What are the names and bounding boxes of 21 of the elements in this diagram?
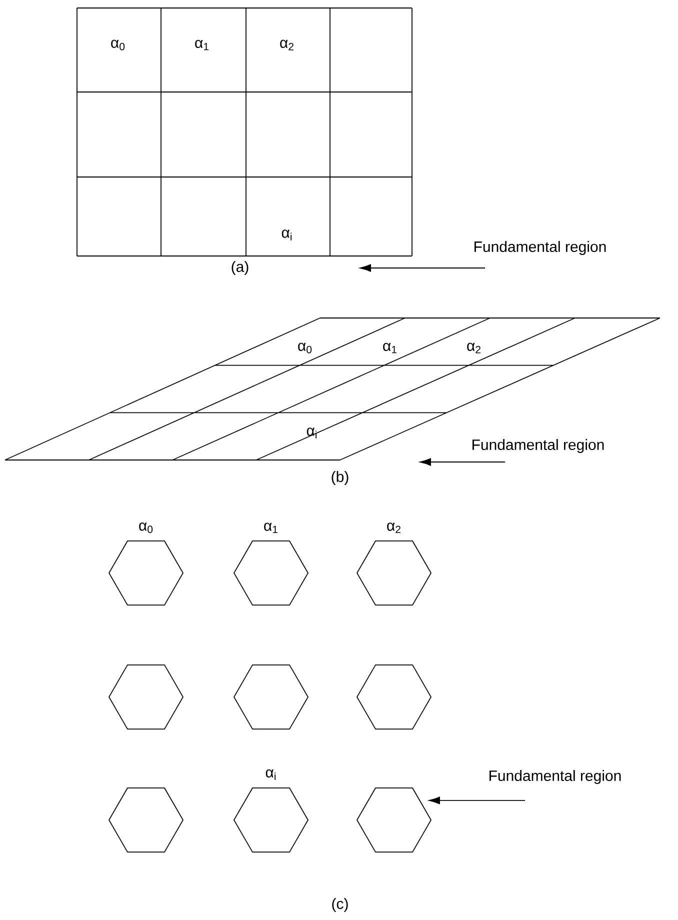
- cell-label: α$_{2}$: [280, 40, 294, 50]
- node-label: α$_{i}$: [266, 769, 276, 780]
- cell-label: α$_{i}$: [282, 230, 292, 240]
- region-label: Fundamental region: [490, 770, 621, 784]
- node-label: α$_{1}$: [264, 522, 278, 534]
- cell-label: α$_{0}$: [111, 40, 125, 50]
- leader-arrow: [360, 264, 486, 272]
- leader-arrow: [428, 796, 526, 804]
- panel-caption: (b): [332, 471, 348, 485]
- node-label: α$_{0}$: [139, 522, 153, 534]
- node-label: α$_{2}$: [387, 522, 400, 534]
- leader-arrow: [420, 458, 506, 466]
- cell-label: α$_{2}$: [467, 342, 480, 354]
- region-label: Fundamental region: [474, 241, 606, 255]
- cell-label: α$_{1}$: [383, 342, 396, 354]
- region-label: Fundamental region: [472, 439, 604, 453]
- cell-label: α$_{0}$: [298, 342, 312, 354]
- panel-caption: (c): [332, 898, 348, 912]
- cell-label: α$_{i}$: [306, 428, 317, 438]
- cell-label: α$_{1}$: [195, 40, 208, 50]
- panel-caption: (a): [232, 261, 248, 275]
